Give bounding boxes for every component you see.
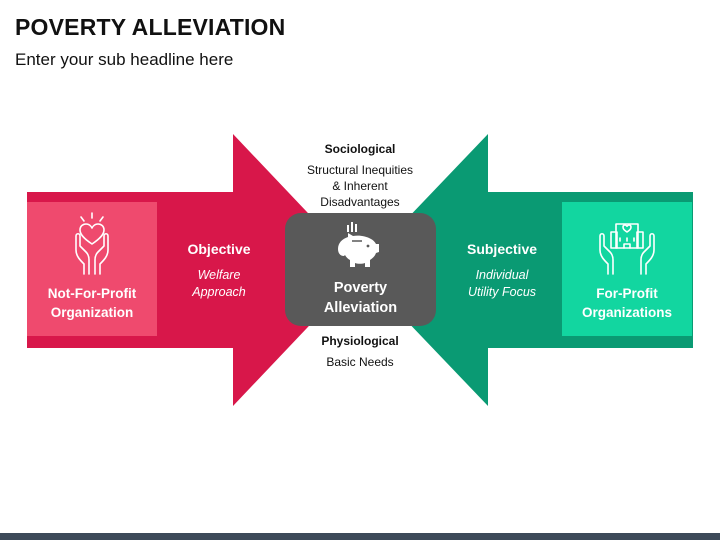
left-description-line1: Welfare [197,268,241,282]
center-box [285,213,436,326]
left-box [27,202,157,336]
left-description: Welfare Approach [160,267,278,301]
top-note-heading: Sociological [324,142,396,156]
piggy-bank-icon [338,222,379,267]
top-note-line2: & Inherent [332,179,388,193]
bottom-bar [0,533,720,540]
right-box-label: For-Profit Organizations [562,284,692,322]
left-box-label-line2: Organization [50,305,134,320]
center-label-line2: Alleviation [323,300,398,316]
center-label: Poverty Alleviation [285,278,436,318]
hands-building-icon [599,223,655,275]
right-description-line1: Individual [475,268,529,282]
right-description: Individual Utility Focus [443,267,561,301]
right-description-line2: Utility Focus [467,285,537,299]
center-label-line1: Poverty [333,280,388,296]
hands-heart-icon [75,212,109,275]
bottom-note-heading: Physiological [321,334,399,348]
left-box-label-line1: Not-For-Profit [47,286,137,301]
top-note-line1: Structural Inequities [306,163,414,177]
right-heading: Subjective [466,241,538,257]
bottom-note-line1: Basic Needs [326,355,394,369]
right-box-label-line2: Organizations [581,305,672,320]
top-note: Sociological Structural Inequities & Inh… [278,142,442,210]
left-description-line2: Approach [192,285,246,299]
bottom-note: Physiological Basic Needs [278,334,442,370]
top-note-line3: Disadvantages [320,195,400,209]
left-box-label: Not-For-Profit Organization [27,284,157,322]
page-subtitle: Enter your sub headline here [15,50,234,69]
right-box-label-line1: For-Profit [596,286,658,301]
page-title: POVERTY ALLEVIATION [15,14,286,40]
left-heading: Objective [187,241,251,257]
